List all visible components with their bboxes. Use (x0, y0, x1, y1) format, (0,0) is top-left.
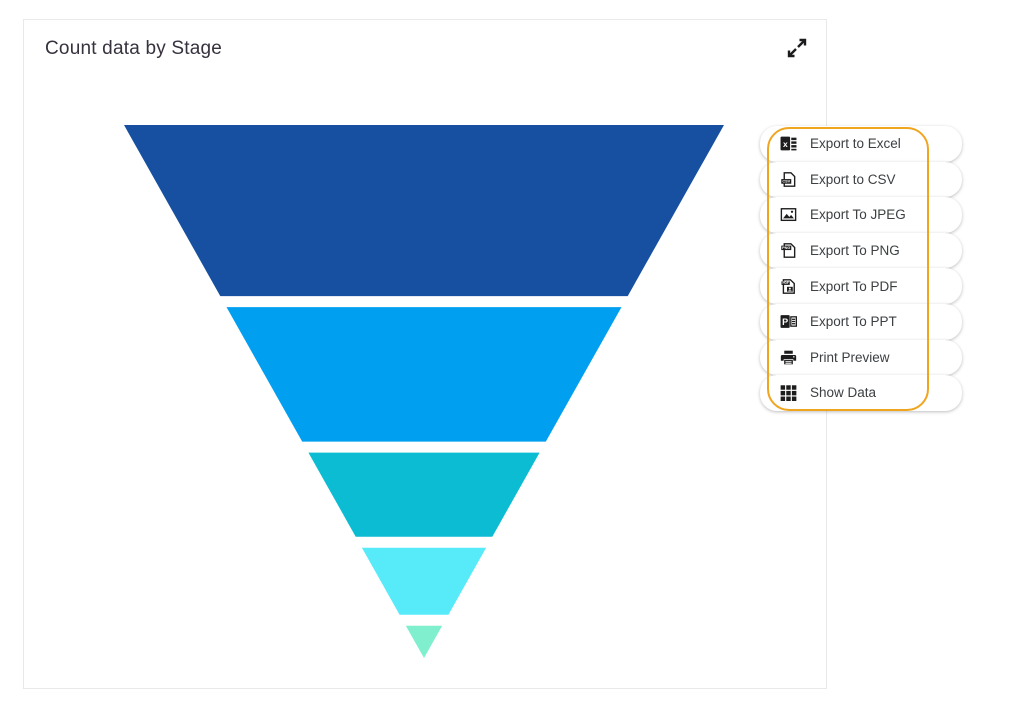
expand-arrows-icon (784, 35, 810, 64)
svg-text:CSV: CSV (782, 180, 790, 184)
csv-icon: CSV (780, 171, 797, 188)
show-data-icon (780, 384, 797, 402)
chart-title: Count data by Stage (45, 38, 223, 59)
menu-item-export-to-pdf[interactable]: PDF Export To PDF (760, 268, 962, 304)
svg-text:P: P (782, 317, 788, 327)
menu-item-label: Export To JPEG (810, 207, 906, 223)
funnel-segment-5[interactable] (405, 625, 443, 658)
menu-item-export-to-excel[interactable]: x Export to Excel (760, 126, 962, 162)
menu-item-export-to-png[interactable]: PNG Export To PNG (760, 232, 962, 269)
menu-item-label: Export To PPT (810, 314, 897, 330)
menu-item-export-to-ppt[interactable]: P Export To PPT (760, 303, 962, 340)
funnel-segment-4[interactable] (361, 547, 487, 615)
menu-item-label: Export to CSV (810, 171, 896, 187)
funnel-chart (124, 125, 724, 658)
svg-text:PNG: PNG (782, 246, 790, 250)
menu-item-export-to-jpeg[interactable]: Export To JPEG (760, 197, 962, 233)
funnel-segment-3[interactable] (308, 452, 540, 537)
svg-text:x: x (783, 139, 788, 149)
export-menu: x Export to Excel CSV Export to CSV Expo… (760, 126, 962, 411)
menu-item-label: Export To PDF (810, 278, 898, 294)
ppt-icon: P (780, 313, 797, 330)
menu-item-label: Show Data (810, 385, 877, 401)
svg-text:PDF: PDF (782, 281, 788, 285)
menu-item-label: Export To PNG (810, 243, 900, 259)
funnel-segment-1[interactable] (124, 125, 724, 297)
menu-item-label: Export to Excel (810, 136, 901, 152)
funnel-segment-2[interactable] (226, 307, 622, 442)
menu-item-print-preview[interactable]: Print Preview (760, 339, 962, 376)
menu-item-export-to-csv[interactable]: CSV Export to CSV (760, 161, 962, 198)
expand-button[interactable] (782, 34, 812, 64)
print-icon (780, 349, 797, 366)
pdf-icon: PDF (780, 278, 797, 295)
excel-icon: x (780, 135, 797, 152)
menu-item-label: Print Preview (810, 349, 890, 365)
jpeg-icon (780, 206, 797, 223)
chart-card: Count data by Stage (23, 19, 827, 689)
png-icon: PNG (780, 242, 797, 259)
menu-item-show-data[interactable]: Show Data (760, 375, 962, 411)
